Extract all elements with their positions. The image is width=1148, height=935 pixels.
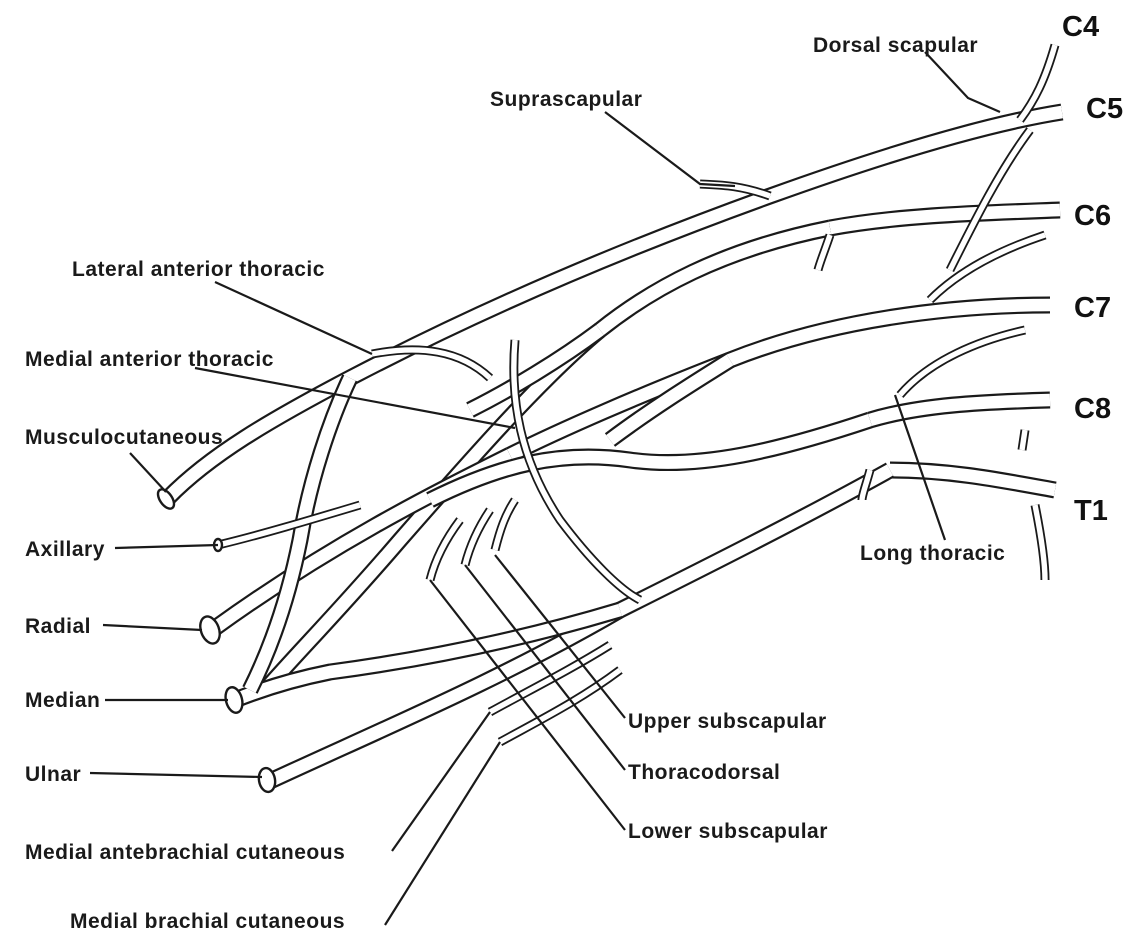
root-label-c7: C7 — [1074, 292, 1111, 324]
label-lower-subscapular: Lower subscapular — [628, 820, 828, 843]
nerve-thoracodorsal-core — [465, 510, 490, 565]
root-label-c4: C4 — [1062, 11, 1099, 43]
label-lateral-anterior-thoracic: Lateral anterior thoracic — [72, 258, 325, 281]
nerve-long-thoracic-c7 — [900, 330, 1025, 395]
leader-musculocutaneous — [130, 453, 166, 492]
nerve-long-thoracic-c7-core — [900, 330, 1025, 395]
label-dorsal-scapular: Dorsal scapular — [813, 34, 978, 57]
root-label-c6: C6 — [1074, 200, 1111, 232]
label-medial-antebrachial-cutaneous: Medial antebrachial cutaneous — [25, 841, 345, 864]
label-thoracodorsal: Thoracodorsal — [628, 761, 780, 784]
label-upper-subscapular: Upper subscapular — [628, 710, 827, 733]
leader-suprascapular — [605, 112, 735, 186]
root-label-c5: C5 — [1086, 93, 1123, 125]
label-median: Median — [25, 689, 100, 712]
label-long-thoracic: Long thoracic — [860, 542, 1005, 565]
label-medial-anterior-thoracic: Medial anterior thoracic — [25, 348, 274, 371]
leader-lateral-anterior-thoracic — [215, 282, 372, 354]
root-labels: C4 C5 C6 C7 C8 T1 — [1062, 11, 1123, 527]
label-radial: Radial — [25, 615, 91, 638]
label-medial-brachial-cutaneous: Medial brachial cutaneous — [70, 910, 345, 933]
root-label-t1: T1 — [1074, 495, 1108, 527]
label-musculocutaneous: Musculocutaneous — [25, 426, 223, 449]
leader-dorsal-scapular — [925, 52, 1000, 112]
leader-axillary — [115, 545, 218, 548]
nerve-medial-brachial-cutaneous-core — [500, 670, 620, 742]
leader-medial-brachial-cutaneous — [385, 742, 500, 925]
leader-radial — [103, 625, 202, 630]
label-suprascapular: Suprascapular — [490, 88, 642, 111]
nerve-network — [155, 45, 1062, 793]
leader-thoracodorsal — [465, 565, 625, 770]
nerve-root-t1-core — [890, 470, 1055, 490]
nerve-c8-stub-core — [1022, 430, 1025, 450]
label-ulnar: Ulnar — [25, 763, 81, 786]
label-axillary: Axillary — [25, 538, 105, 561]
leader-ulnar — [90, 773, 262, 777]
root-label-c8: C8 — [1074, 393, 1111, 425]
